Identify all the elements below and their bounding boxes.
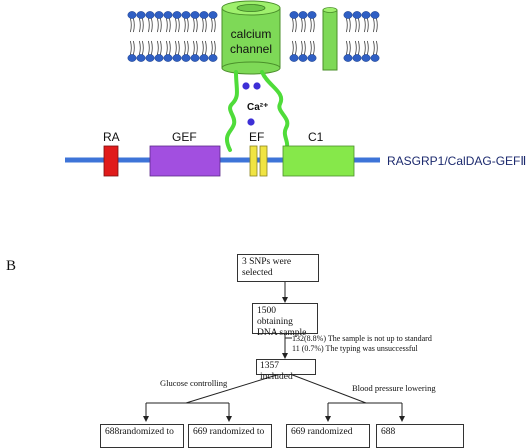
arm-box-3: 669 randomized bbox=[286, 424, 370, 448]
calcium-channel bbox=[221, 0, 281, 75]
channel-label-line2: channel bbox=[230, 42, 272, 56]
arm-box-2: 669 randomized to bbox=[188, 424, 272, 448]
calcium-ions bbox=[242, 82, 261, 126]
lipid-molecule bbox=[190, 11, 200, 33]
step-snps-line1: 3 SNPs were bbox=[242, 257, 292, 267]
lipid-molecule bbox=[289, 40, 299, 62]
flowchart-connectors bbox=[143, 281, 405, 422]
arm-box-1: 688randomized to bbox=[100, 424, 184, 448]
lipid-molecule bbox=[163, 40, 173, 62]
lipid-molecule bbox=[352, 11, 362, 33]
lipid-molecule bbox=[127, 40, 137, 62]
step-included: 1357 included bbox=[256, 359, 316, 382]
lipid-molecule bbox=[136, 40, 146, 62]
lipid-molecule bbox=[370, 40, 380, 62]
arm-box-3-label: 669 randomized bbox=[291, 427, 353, 437]
lipid-molecule bbox=[289, 11, 299, 33]
lipid-molecule bbox=[361, 11, 371, 33]
lipid-molecule bbox=[208, 40, 218, 62]
gef-domain bbox=[149, 145, 221, 177]
lipid-molecule bbox=[190, 40, 200, 62]
ra-label: RA bbox=[103, 130, 120, 144]
step-dna-line2: DNA sample bbox=[257, 328, 307, 338]
lipid-molecule bbox=[199, 11, 209, 33]
lipid-molecule bbox=[307, 40, 317, 62]
lipid-molecule bbox=[172, 40, 182, 62]
channel-label-line1: calcium bbox=[231, 27, 272, 41]
lipid-molecule bbox=[145, 11, 155, 33]
gef-label: GEF bbox=[172, 130, 197, 144]
lipid-molecule bbox=[172, 11, 182, 33]
exclusion-note-2: 11 (0.7%) The typing was unsuccessful bbox=[292, 344, 418, 353]
transmembrane-helix bbox=[322, 7, 338, 71]
ef-hand-2 bbox=[259, 145, 268, 177]
branch-glucose-label: Glucose controlling bbox=[160, 378, 228, 388]
branch-bp-label: Blood pressure lowering bbox=[352, 383, 436, 393]
lipid-molecule bbox=[127, 11, 137, 33]
panel-b-label: B bbox=[6, 258, 17, 274]
lipid-molecule bbox=[298, 40, 308, 62]
lipid-molecule bbox=[136, 11, 146, 33]
step-snps-selected: 3 SNPs were selected bbox=[237, 254, 319, 282]
arm-box-2-label: 669 randomized to bbox=[193, 427, 265, 437]
lipid-molecule bbox=[352, 40, 362, 62]
lipid-molecule bbox=[343, 11, 353, 33]
exclusion-note-1: 132(8.8%) The sample is not up to standa… bbox=[292, 334, 432, 343]
ra-domain bbox=[103, 145, 119, 177]
step-snps-line2: selected bbox=[242, 268, 273, 278]
arm-box-4: 688 bbox=[376, 424, 464, 448]
step-dna-samples: 1500 obtaining DNA sample bbox=[252, 303, 318, 338]
lipid-molecule bbox=[163, 11, 173, 33]
lipid-molecule bbox=[154, 40, 164, 62]
step-included-label: 1357 included bbox=[260, 361, 293, 382]
c1-label: C1 bbox=[308, 130, 324, 144]
step-dna-line1: 1500 obtaining bbox=[257, 306, 293, 327]
lipid-molecule bbox=[154, 11, 164, 33]
arm-box-1-label: 688randomized to bbox=[105, 427, 174, 437]
protein-tether-left bbox=[224, 70, 239, 152]
lipid-bilayer bbox=[127, 11, 380, 62]
lipid-molecule bbox=[370, 11, 380, 33]
calcium-ion-label: Ca²⁺ bbox=[247, 102, 268, 113]
lipid-molecule bbox=[199, 40, 209, 62]
ef-label: EF bbox=[249, 130, 264, 144]
ef-hand-1 bbox=[249, 145, 258, 177]
lipid-molecule bbox=[181, 11, 191, 33]
lipid-molecule bbox=[307, 11, 317, 33]
protein-name: RASGRP1/CalDAG-GEFⅡ bbox=[387, 154, 526, 168]
lipid-molecule bbox=[298, 11, 308, 33]
c1-domain bbox=[282, 145, 355, 177]
panel-a-membrane-diagram: calcium channel Ca²⁺ RA GEF EF C1 RASGRP… bbox=[65, 0, 526, 177]
lipid-molecule bbox=[361, 40, 371, 62]
lipid-molecule bbox=[145, 40, 155, 62]
arm-box-4-label: 688 bbox=[381, 427, 396, 437]
lipid-molecule bbox=[343, 40, 353, 62]
lipid-molecule bbox=[181, 40, 191, 62]
lipid-molecule bbox=[208, 11, 218, 33]
protein-tether-right bbox=[260, 70, 290, 152]
